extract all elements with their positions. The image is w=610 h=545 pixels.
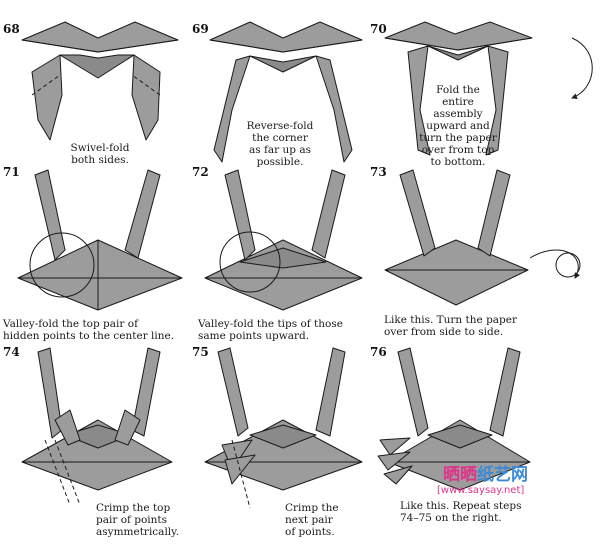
- step-caption: Valley-fold the tips of those same point…: [198, 318, 343, 342]
- step-number: 72: [192, 165, 209, 179]
- step-caption: Swivel-fold both sides.: [40, 142, 160, 166]
- site-watermark: 晒晒纸艺网 [www.saysay.net]: [425, 458, 610, 504]
- step-number: 71: [3, 165, 20, 179]
- step-caption: Reverse-fold the corner as far up as pos…: [225, 120, 335, 168]
- step-75-model: [205, 348, 362, 490]
- watermark-url: [www.saysay.net]: [437, 485, 524, 496]
- step-number: 75: [192, 345, 209, 359]
- step-68-model: [22, 22, 178, 140]
- step-caption: Like this. Turn the paper over from side…: [384, 314, 517, 338]
- step-caption: Valley-fold the top pair of hidden point…: [3, 318, 174, 342]
- watermark-title: 晒晒纸艺网: [443, 460, 528, 485]
- step-number: 74: [3, 345, 20, 359]
- step-caption: Crimp the next pair of points.: [285, 502, 339, 538]
- step-72-model: [205, 170, 362, 310]
- step-74-model: [22, 348, 172, 490]
- step-73-model: [385, 170, 528, 305]
- step-number: 73: [370, 165, 387, 179]
- step-number: 76: [370, 345, 387, 359]
- step-number: 69: [192, 22, 209, 36]
- step-number: 68: [3, 22, 20, 36]
- step-caption: Fold the entire assembly upward and turn…: [408, 84, 508, 168]
- step-number: 70: [370, 22, 387, 36]
- step-caption: Crimp the top pair of points asymmetrica…: [96, 502, 179, 538]
